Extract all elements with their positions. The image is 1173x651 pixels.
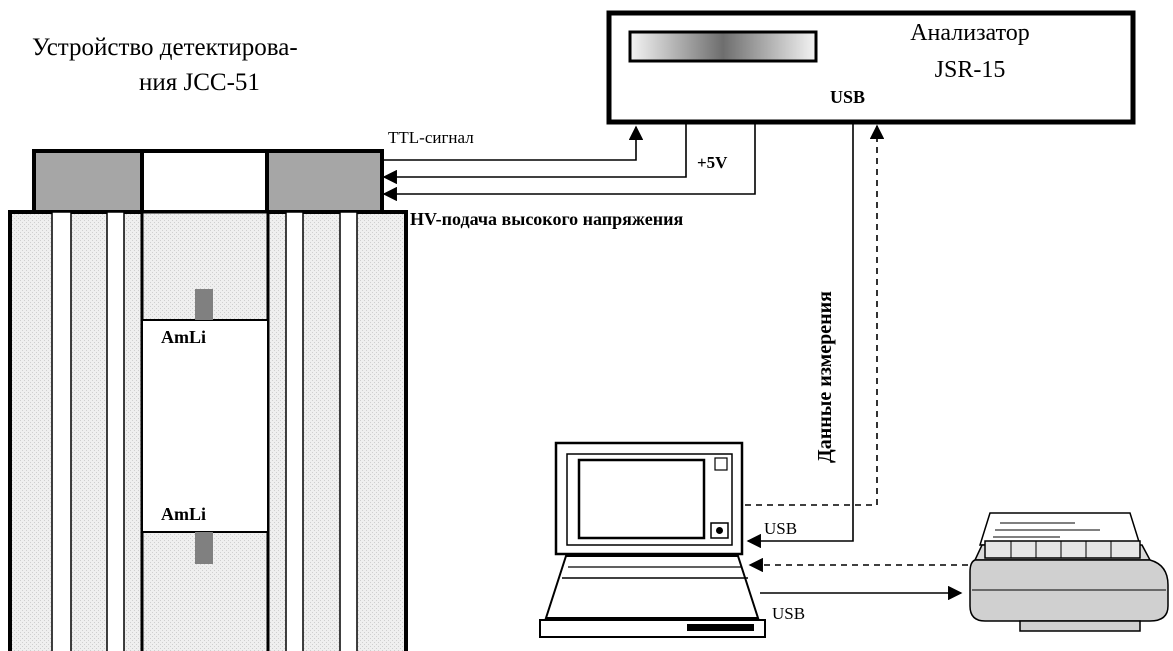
printer-icon: [969, 512, 1169, 632]
usb-label-computer-printer: USB: [772, 604, 805, 623]
ttl-line: [382, 125, 644, 161]
analyzer-display: [628, 30, 818, 63]
tube-left-1: [51, 211, 72, 651]
analyzer-box: [606, 10, 1136, 125]
ttl-label: TTL-сигнал: [388, 128, 474, 147]
detector-top-right-gray: [267, 153, 380, 210]
analyzer-usb-port: USB: [830, 87, 865, 107]
signal-lines: [382, 122, 968, 601]
computer-icon: [539, 441, 766, 638]
analyzer-to-computer-line: [746, 122, 854, 549]
computer-to-analyzer-line: [745, 124, 885, 506]
device-title-line1: Устройство детектирова-: [32, 34, 298, 61]
usb-label-analyzer-computer: USB: [764, 519, 797, 538]
detector-device: [8, 149, 408, 651]
tube-left-2: [106, 211, 125, 651]
amli-source-bottom: [195, 532, 213, 564]
hv-label: HV-подача высокого напряжения: [410, 209, 683, 229]
amli-source-top: [195, 289, 213, 320]
power-label: +5V: [697, 153, 728, 172]
hv-line: [382, 122, 756, 202]
amli-label-bottom: AmLi: [161, 504, 206, 524]
device-title-line2: ния JCC-51: [139, 69, 260, 96]
analyzer-name-line1: Анализатор: [910, 20, 1030, 46]
analyzer-name-line2: JSR-15: [935, 57, 1006, 83]
tube-right-1: [285, 211, 304, 651]
sample-chamber: [141, 319, 269, 533]
detector-top-left-gray: [36, 153, 142, 210]
measurement-data-label: Данные измерения: [814, 291, 836, 463]
tube-right-2: [339, 211, 358, 651]
amli-label-top: AmLi: [161, 327, 206, 347]
power-line: [382, 122, 687, 185]
